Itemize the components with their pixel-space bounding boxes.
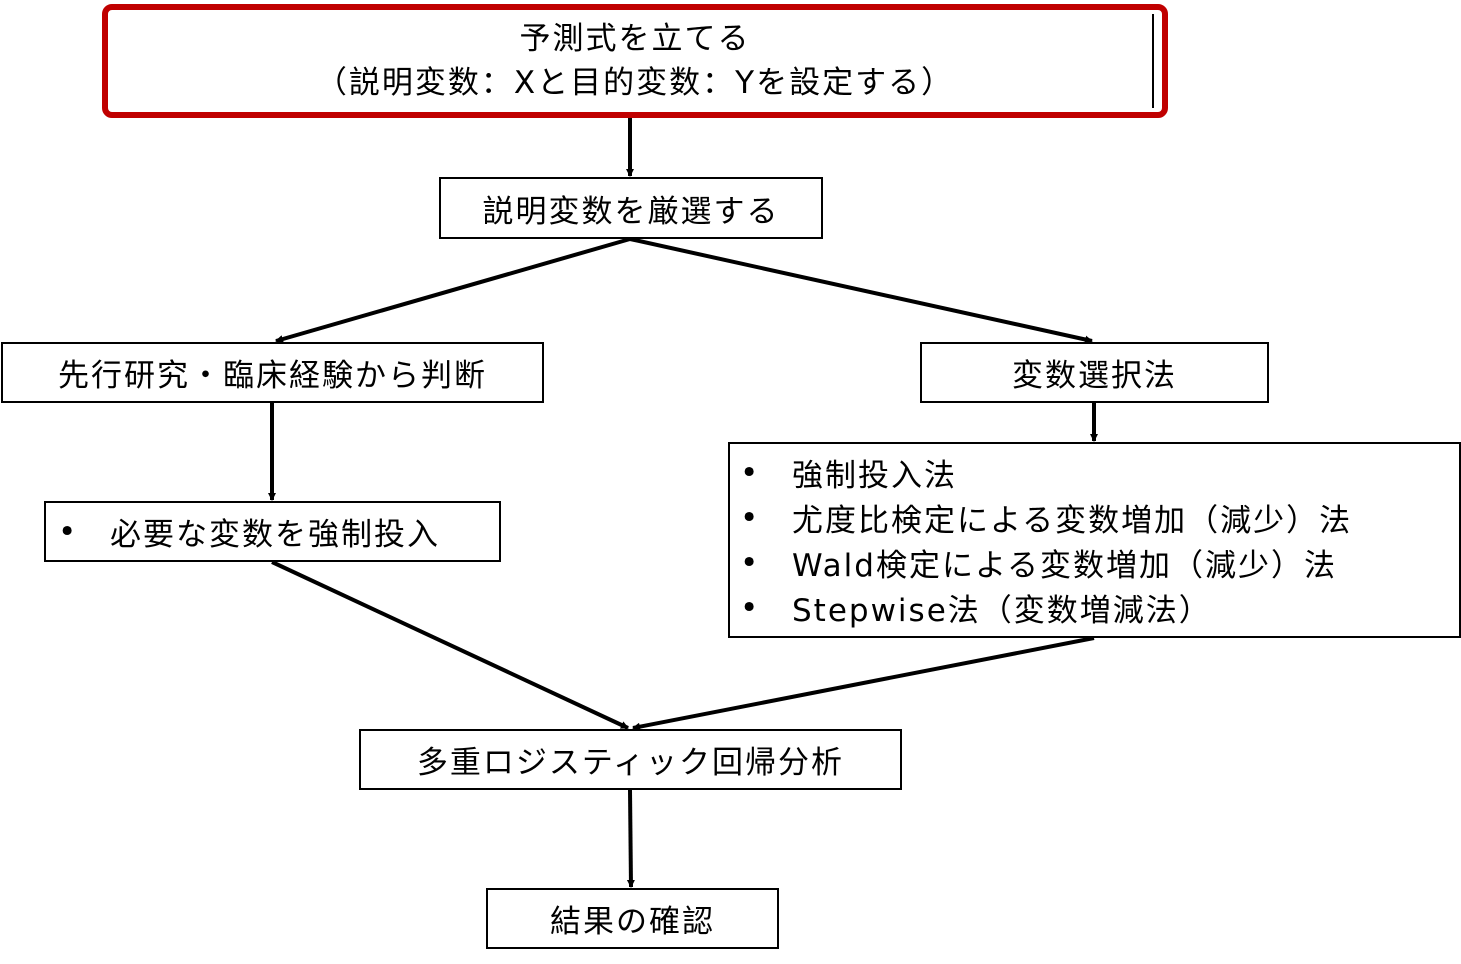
formula-title: 予測式を立てる [519,21,751,57]
node-check-results: 結果の確認 [486,888,779,949]
arrow-select-to-prior [275,237,631,343]
arrow-select-to-method [629,237,1093,344]
node-variable-selection: 変数選択法 [920,342,1269,403]
list-item: • Wald検定による変数増加（減少）法 [740,540,1459,585]
formula-subtitle: （説明変数：Xと目的変数：Yを設定する） [315,65,955,101]
list-item: • 強制投入法 [740,450,1459,495]
node-method-list: • 強制投入法 • 尤度比検定による変数増加（減少）法 • Wald検定による変数増加… [728,442,1461,638]
list-item: • 尤度比検定による変数増加（減少）法 [740,495,1459,540]
node-select-variables: 説明変数を厳選する [439,177,823,239]
node-formula: 予測式を立てる （説明変数：Xと目的変数：Yを設定する） [102,4,1168,118]
bullet: • [740,544,761,581]
list-item-text: Wald検定による変数増加（減少）法 [792,548,1338,584]
arrow-forced-to-analysis [271,560,629,730]
node-logistic-regression: 多重ロジスティック回帰分析 [359,729,902,790]
list-item-text: 尤度比検定による変数増加（減少）法 [792,503,1353,539]
list-item: 必要な変数を強制投入 [110,517,440,553]
bullet: • [740,589,761,626]
bullet: • [740,499,761,536]
list-item-text: 強制投入法 [792,458,957,494]
arrow-analysis-to-result [626,789,635,888]
bullet: • [740,454,761,491]
list-item: • Stepwise法（変数増減法） [740,585,1459,630]
arrow-list-to-analysis [632,636,1095,731]
node-forced-entry: • 必要な変数を強制投入 [44,501,501,562]
node-prior-research: 先行研究・臨床経験から判断 [1,342,544,403]
bullet: • [58,513,79,550]
list-item-text: Stepwise法（変数増減法） [792,593,1212,629]
